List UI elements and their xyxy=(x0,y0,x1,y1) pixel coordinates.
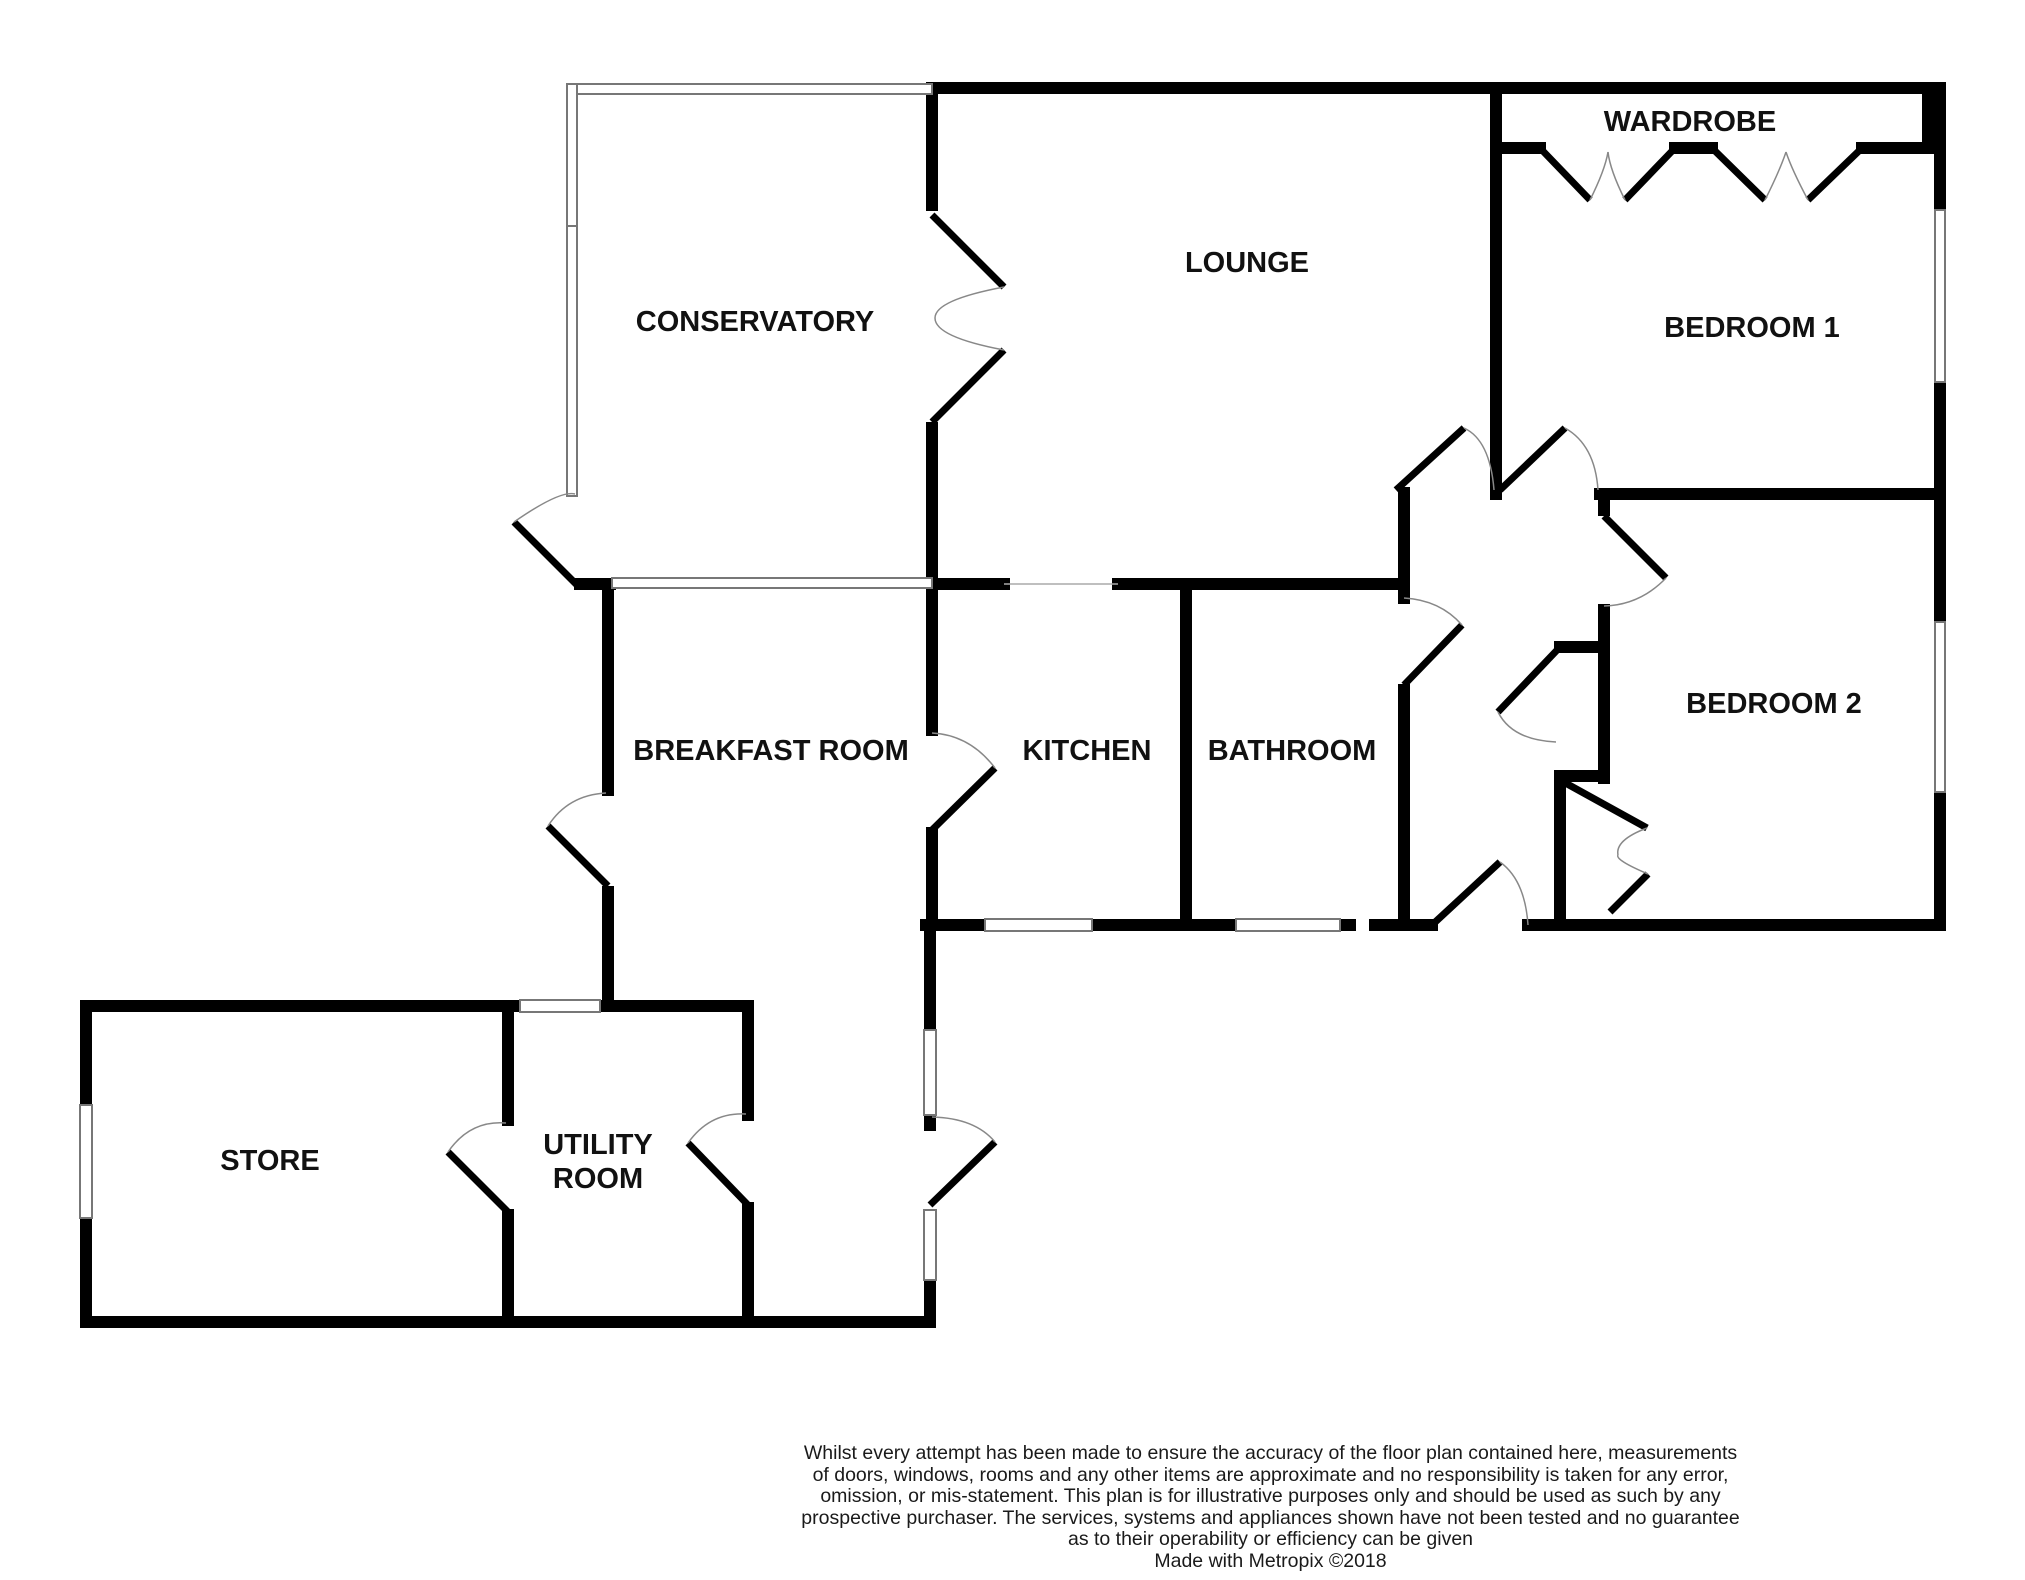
door-leaf xyxy=(1607,871,1651,915)
door-leaf xyxy=(1495,644,1563,715)
window xyxy=(79,1104,93,1219)
door-swing xyxy=(1603,577,1667,607)
credit: Made with Metropix ©2018 xyxy=(1154,1549,1387,1572)
door-swing xyxy=(1764,151,1787,201)
door-leaf xyxy=(1805,145,1865,203)
door-leaf xyxy=(1709,145,1768,203)
disclaimer-line: as to their operability or efficiency ca… xyxy=(1067,1528,1474,1550)
disclaimer: Whilst every attempt has been made to en… xyxy=(733,1442,1808,1572)
door-swing xyxy=(931,1116,996,1143)
door-leaf xyxy=(1601,513,1669,581)
door-leaf xyxy=(1558,776,1649,832)
door-leaf xyxy=(1622,145,1678,203)
door-swing xyxy=(931,732,996,769)
door-swing xyxy=(1607,151,1626,201)
door-leaf xyxy=(511,519,581,589)
room-label-store: STORE xyxy=(220,1145,320,1177)
window xyxy=(984,918,1093,932)
door-swing xyxy=(1617,827,1648,856)
room-label-lounge: LOUNGE xyxy=(1184,247,1310,279)
door-swing xyxy=(1403,597,1463,626)
door-swing xyxy=(1785,151,1809,201)
door-swing xyxy=(687,1113,747,1144)
door-swing xyxy=(547,792,607,827)
room-label-utility-line2: ROOM xyxy=(552,1163,644,1195)
door-leaf xyxy=(545,823,611,889)
room-label-bathroom: BATHROOM xyxy=(1207,735,1377,767)
door-swing xyxy=(447,1122,507,1153)
door-leaf xyxy=(1429,859,1503,928)
room-label-bedroom-1: BEDROOM 1 xyxy=(1664,312,1840,344)
door-leaf xyxy=(1537,145,1593,203)
door-swing xyxy=(934,286,1005,319)
window xyxy=(923,1209,937,1281)
door-swing xyxy=(1617,854,1649,875)
window xyxy=(519,999,601,1013)
door-swing xyxy=(1589,151,1609,201)
door-leaf xyxy=(1393,425,1467,493)
window xyxy=(923,1029,937,1116)
room-label-utility-line1: UTILITY xyxy=(543,1129,653,1161)
door-swing xyxy=(1564,427,1599,491)
disclaimer-line: omission, or mis-statement. This plan is… xyxy=(820,1485,1721,1507)
door-leaf xyxy=(445,1149,511,1215)
window xyxy=(1934,621,1946,793)
windows xyxy=(79,83,1946,1281)
walls xyxy=(80,82,1946,1328)
door-leaf xyxy=(1497,425,1568,493)
room-label-kitchen: KITCHEN xyxy=(1022,735,1152,767)
window xyxy=(566,83,578,497)
window xyxy=(611,577,933,589)
doors xyxy=(445,145,1865,1215)
disclaimer-line: of doors, windows, rooms and any other i… xyxy=(812,1463,1729,1486)
door-swing xyxy=(934,317,1005,351)
room-label-wardrobe: WARDROBE xyxy=(1603,106,1777,138)
door-leaf xyxy=(1401,622,1465,688)
door-leaf xyxy=(929,765,998,833)
room-label-utility-room: UTILITY ROOM xyxy=(543,1128,653,1196)
window xyxy=(1934,209,1946,383)
door-leaf xyxy=(685,1140,751,1208)
door-swing xyxy=(1497,711,1557,743)
window xyxy=(1235,918,1341,932)
door-swing xyxy=(1463,427,1495,491)
room-label-conservatory: CONSERVATORY xyxy=(635,306,875,338)
door-swing xyxy=(513,492,576,523)
window xyxy=(572,83,933,95)
disclaimer-line: Whilst every attempt has been made to en… xyxy=(803,1442,1738,1464)
door-leaf xyxy=(929,347,1007,425)
room-label-bedroom-2: BEDROOM 2 xyxy=(1686,688,1862,720)
room-label-breakfast-room: BREAKFAST ROOM xyxy=(633,735,909,767)
disclaimer-line: prospective purchaser. The services, sys… xyxy=(801,1506,1740,1529)
door-swing xyxy=(1499,861,1529,926)
door-leaf xyxy=(927,1139,998,1208)
door-leaf xyxy=(929,212,1007,290)
